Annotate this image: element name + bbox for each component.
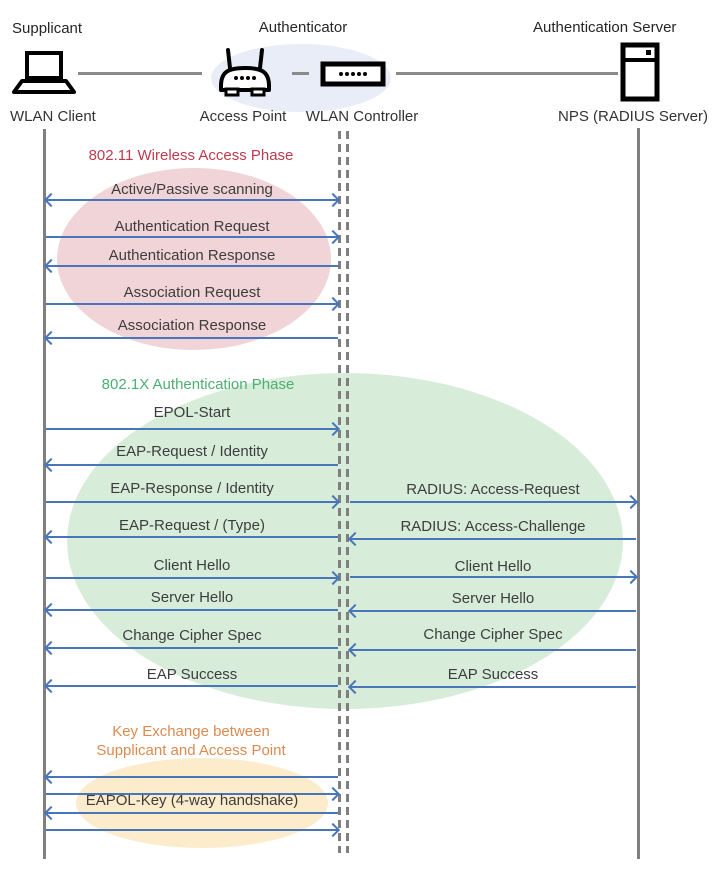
message-label: EPOL-Start [153, 404, 231, 421]
role-authenticator: Authenticator [258, 19, 348, 36]
message-label: Authentication Response [108, 247, 276, 264]
message-arrow-line [46, 685, 338, 687]
connector-line [396, 72, 618, 75]
message-arrow-line [46, 199, 338, 201]
message-arrow-line [46, 303, 338, 305]
message-label: Authentication Request [114, 218, 270, 235]
message-arrow-line [46, 536, 338, 538]
message-label: Association Response [117, 317, 267, 334]
phase1-ellipse [57, 168, 331, 350]
device-label-wlan-client: WLAN Client [10, 108, 96, 125]
lifeline-access-point-dashed [338, 131, 341, 853]
message-arrow-line [46, 265, 338, 267]
device-label-access-point: Access Point [199, 108, 287, 125]
message-label: Change Cipher Spec [423, 626, 563, 643]
message-arrow-line [350, 501, 636, 503]
device-label-nps-radius: NPS (RADIUS Server) [557, 108, 709, 125]
message-label: EAP-Request / (Type) [119, 517, 265, 534]
message-arrow-line [46, 829, 338, 831]
phase1-title: 802.11 Wireless Access Phase [88, 147, 294, 164]
message-arrow-line [46, 577, 338, 579]
arrowhead-left-icon [43, 769, 59, 785]
message-arrow-line [46, 501, 338, 503]
server-icon [620, 42, 660, 102]
message-label: EAP-Response / Identity [110, 480, 274, 497]
message-label: Server Hello [451, 590, 535, 607]
message-label: EAP-Request / Identity [116, 443, 268, 460]
message-arrow-line [46, 776, 338, 778]
phase3-title: Key Exchange between Supplicant and Acce… [96, 723, 286, 759]
message-arrow-line [46, 236, 338, 238]
message-arrow-line [46, 428, 338, 430]
connector-dash [292, 72, 309, 75]
message-arrow-line [350, 686, 636, 688]
message-arrow-line [46, 609, 338, 611]
lifeline-wlan-controller-dashed [346, 131, 349, 853]
message-label: Change Cipher Spec [122, 627, 262, 644]
message-label: Client Hello [454, 558, 532, 575]
message-arrow-line [46, 337, 338, 339]
role-authentication-server: Authentication Server [533, 19, 677, 36]
message-arrow-line [46, 647, 338, 649]
message-arrow-line [46, 793, 338, 795]
message-label: EAP Success [146, 666, 238, 683]
message-label: EAP Success [447, 666, 539, 683]
device-label-wlan-controller: WLAN Controller [305, 108, 419, 125]
message-label: EAPOL-Key (4-way handshake) [85, 792, 299, 809]
message-label: Client Hello [153, 557, 231, 574]
message-arrow-line [46, 464, 338, 466]
message-label: Association Request [123, 284, 261, 301]
message-arrow-line [350, 538, 636, 540]
message-arrow-line [350, 576, 636, 578]
message-arrow-line [350, 610, 636, 612]
lifeline-nps-server [637, 128, 640, 859]
message-label: RADIUS: Access-Request [406, 481, 580, 498]
message-arrow-line [46, 812, 338, 814]
connector-line [78, 72, 202, 75]
message-label: Server Hello [150, 589, 234, 606]
message-label: Active/Passive scanning [111, 181, 273, 198]
access-point-icon [219, 48, 271, 97]
phase2-title: 802.1X Authentication Phase [101, 376, 295, 393]
role-supplicant: Supplicant [12, 20, 83, 37]
message-arrow-line [350, 649, 636, 651]
lifeline-wlan-client [43, 129, 46, 859]
message-label: RADIUS: Access-Challenge [400, 518, 586, 535]
phase3-ellipse [76, 758, 328, 848]
phase2-ellipse [67, 373, 623, 709]
laptop-icon [12, 51, 76, 94]
wlan-controller-icon [320, 61, 386, 87]
